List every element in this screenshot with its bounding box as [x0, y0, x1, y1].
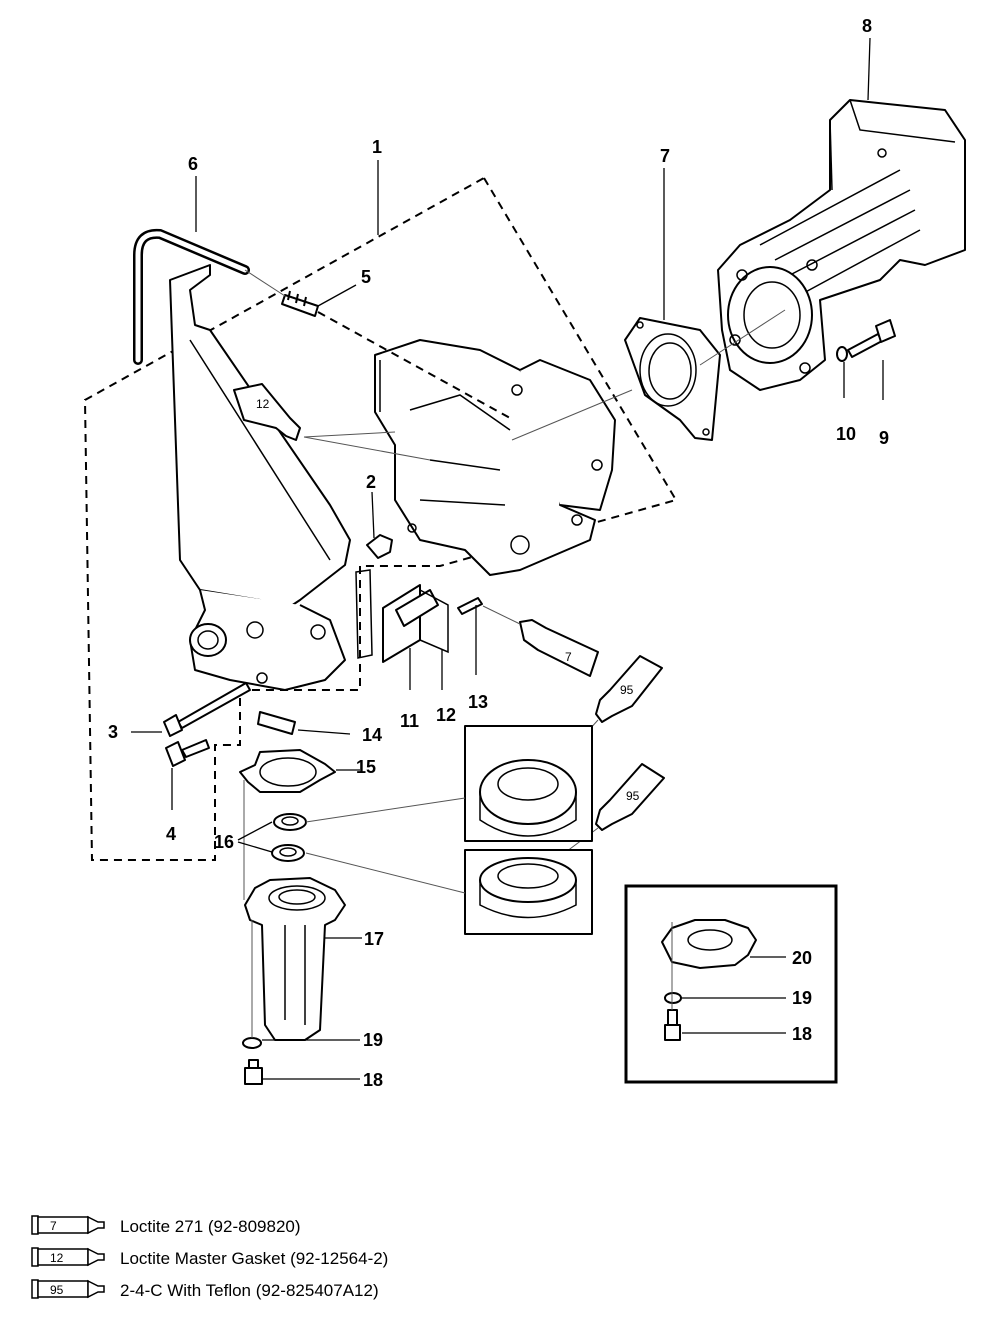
callout-12: 12: [436, 705, 456, 725]
tube-label-12: 12: [256, 397, 270, 411]
callout-8: 8: [862, 16, 872, 36]
legend-text-7: Loctite 271 (92-809820): [120, 1217, 301, 1236]
callout-3: 3: [108, 722, 118, 742]
hose-fitting: [281, 290, 319, 317]
sealant-tube-7: 7: [519, 619, 599, 677]
reed-gasket: [355, 569, 373, 659]
callout-19-inset: 19: [792, 988, 812, 1008]
legend-code-7: 7: [50, 1219, 57, 1233]
tube-icon: 95: [31, 1279, 105, 1299]
callout-9: 9: [879, 428, 889, 448]
sealant-legend: 7 Loctite 271 (92-809820) 12 Loctite Mas…: [30, 1210, 510, 1306]
sealant-tube-12: 12: [233, 383, 301, 441]
callout-18-inset: 18: [792, 1024, 812, 1044]
callout-14: 14: [362, 725, 382, 745]
plug: [366, 534, 393, 559]
callout-20: 20: [792, 948, 812, 968]
intake-cover-assembly: [169, 264, 351, 691]
sealant-tube-95-upper: 95: [595, 655, 663, 723]
legend-text-12: Loctite Master Gasket (92-12564-2): [120, 1249, 389, 1268]
bolt-3-head: [163, 714, 183, 737]
legend-code-12: 12: [50, 1251, 64, 1265]
callout-16: 16: [214, 832, 234, 852]
tube-icon: 7: [31, 1215, 105, 1235]
callout-2: 2: [366, 472, 376, 492]
seal-detail-box-upper: [464, 725, 593, 842]
tube-label-7: 7: [565, 650, 572, 664]
oil-seal-lower: [271, 844, 305, 862]
screw-18: [244, 1059, 263, 1085]
legend-row-7: 7 Loctite 271 (92-809820): [30, 1210, 510, 1242]
callout-10: 10: [836, 424, 856, 444]
tube-icon: 12: [31, 1247, 105, 1267]
callout-18: 18: [363, 1070, 383, 1090]
centerline-dashed: [317, 311, 511, 419]
callout-17: 17: [364, 929, 384, 949]
legend-code-95: 95: [50, 1283, 64, 1297]
housing-washer: [836, 346, 848, 362]
legend-row-12: 12 Loctite Master Gasket (92-12564-2): [30, 1242, 510, 1274]
callout-1: 1: [372, 137, 382, 157]
drain-hose-inner: [135, 231, 248, 363]
reed-screw: [457, 597, 483, 615]
bolt-4-head: [165, 741, 186, 767]
exhaust-housing: [717, 99, 966, 391]
crankcase-cover: [374, 339, 616, 576]
sealant-tube-95-lower: 95: [595, 763, 665, 831]
inset-detail-box: [624, 884, 838, 1084]
housing-screw: [847, 319, 896, 358]
callout-7: 7: [660, 146, 670, 166]
callout-6: 6: [188, 154, 198, 174]
seal-carrier: [244, 877, 346, 1041]
callout-13: 13: [468, 692, 488, 712]
oil-seal-upper: [273, 813, 307, 831]
dowel-pin: [257, 711, 296, 735]
washer-19: [242, 1037, 262, 1049]
callout-19: 19: [363, 1030, 383, 1050]
reed-valve: [382, 584, 449, 663]
tube-label-95-upper: 95: [620, 683, 634, 697]
callout-15: 15: [356, 757, 376, 777]
seal-detail-box-lower: [464, 849, 593, 935]
tube-label-95-lower: 95: [626, 789, 640, 803]
callout-5: 5: [361, 267, 371, 287]
housing-gasket: [624, 317, 721, 441]
callout-4: 4: [166, 824, 176, 844]
seal-carrier-gasket: [239, 749, 336, 793]
bolt-4: [181, 739, 210, 758]
legend-text-95: 2-4-C With Teflon (92-825407A12): [120, 1281, 379, 1300]
callout-11: 11: [400, 711, 419, 731]
legend-row-95: 95 2-4-C With Teflon (92-825407A12): [30, 1274, 510, 1306]
